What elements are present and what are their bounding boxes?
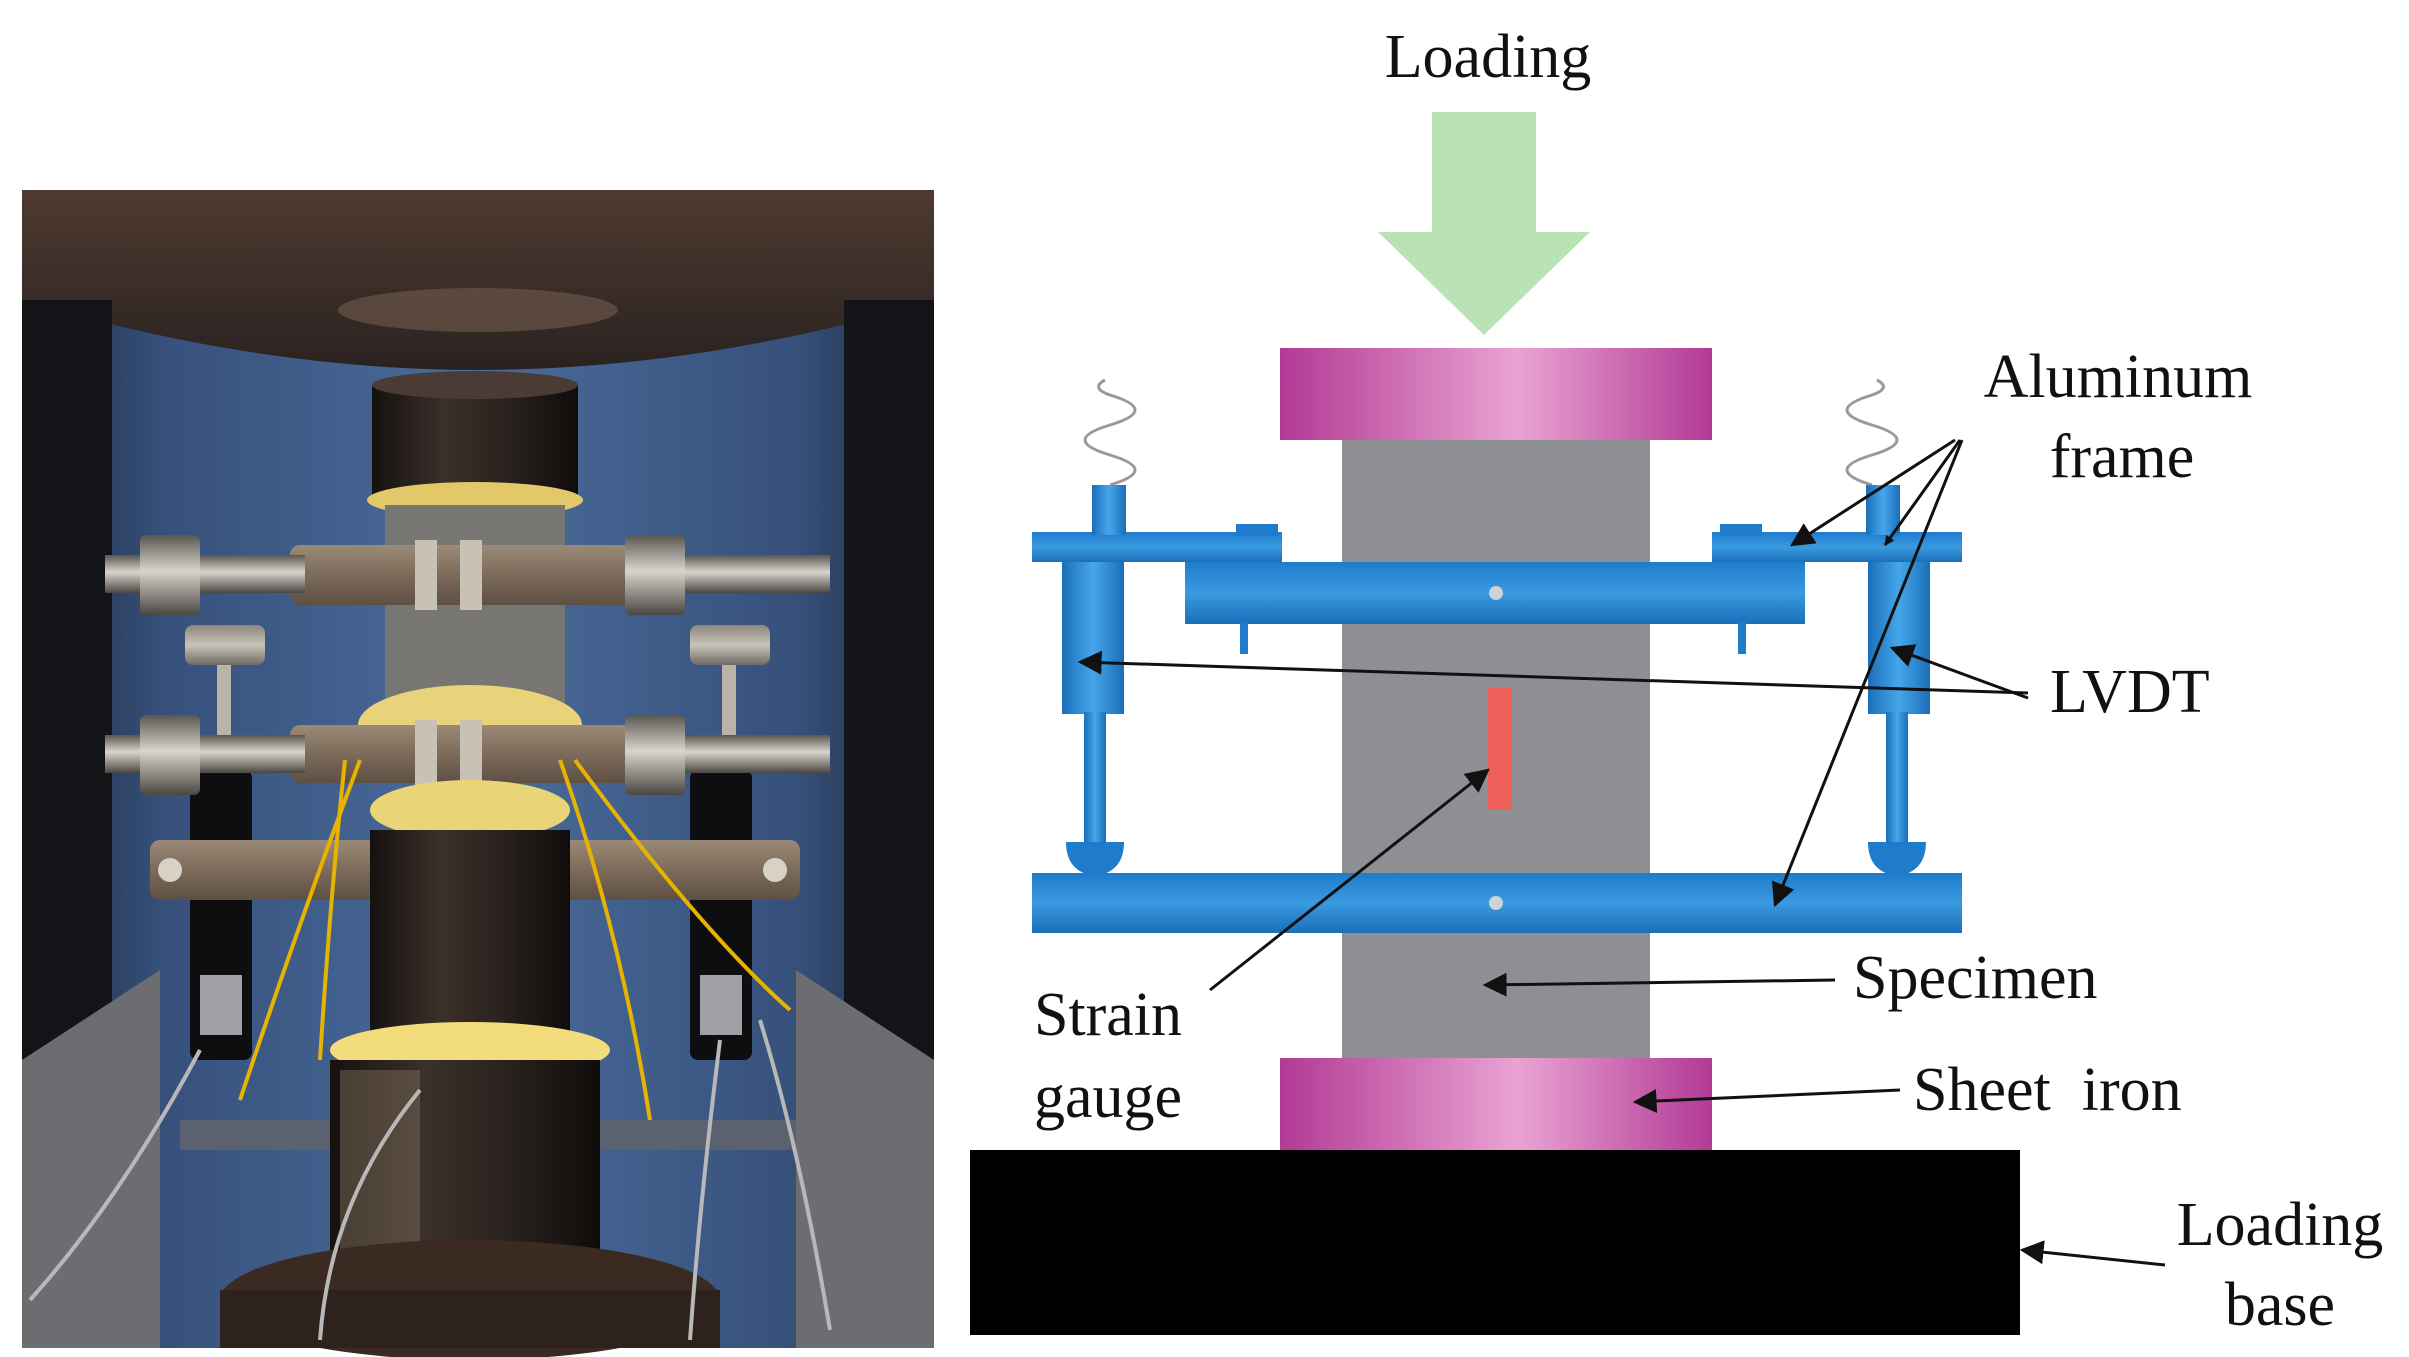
- leader-lvdt-right: [1889, 644, 2029, 700]
- leader-aluminum-frame-2: [1883, 439, 1962, 546]
- label-strain-gauge-line1: Strain: [1034, 981, 1182, 1049]
- label-loading-base-line1: Loading: [2177, 1191, 2384, 1259]
- label-loading: Loading: [1385, 23, 1592, 91]
- lvdt-right: [1866, 485, 1930, 876]
- label-sheet-iron: Sheet iron: [1913, 1056, 2182, 1124]
- leader-strain-gauge: [1209, 768, 1490, 992]
- strain-gauge: [1488, 688, 1512, 810]
- upper-aluminum-frame: [1032, 524, 1962, 654]
- loading-base: [970, 1150, 2020, 1335]
- leader-lvdt-left: [1077, 650, 2029, 695]
- label-aluminum-frame-line1: Aluminum: [1984, 343, 2253, 411]
- loading-arrow: [1378, 112, 1590, 335]
- label-lvdt: LVDT: [2050, 658, 2210, 726]
- wire-right: [1845, 378, 1899, 487]
- leader-aluminum-frame-3: [1771, 439, 1964, 908]
- wire-left: [1083, 378, 1137, 487]
- leader-loading-base: [2019, 1240, 2166, 1267]
- sheet-iron-bottom: [1280, 1058, 1712, 1150]
- leader-specimen: [1482, 972, 1836, 997]
- label-specimen: Specimen: [1853, 944, 2098, 1012]
- leader-aluminum-frame-1: [1789, 438, 1956, 547]
- lvdt-left: [1062, 485, 1126, 876]
- label-strain-gauge-line2: gauge: [1034, 1063, 1182, 1131]
- sheet-iron-top: [1280, 348, 1712, 440]
- leader-sheet-iron: [1632, 1088, 1901, 1114]
- label-aluminum-frame-line2: frame: [2050, 423, 2195, 491]
- lower-aluminum-frame: [1032, 873, 1962, 933]
- label-loading-base-line2: base: [2225, 1271, 2335, 1339]
